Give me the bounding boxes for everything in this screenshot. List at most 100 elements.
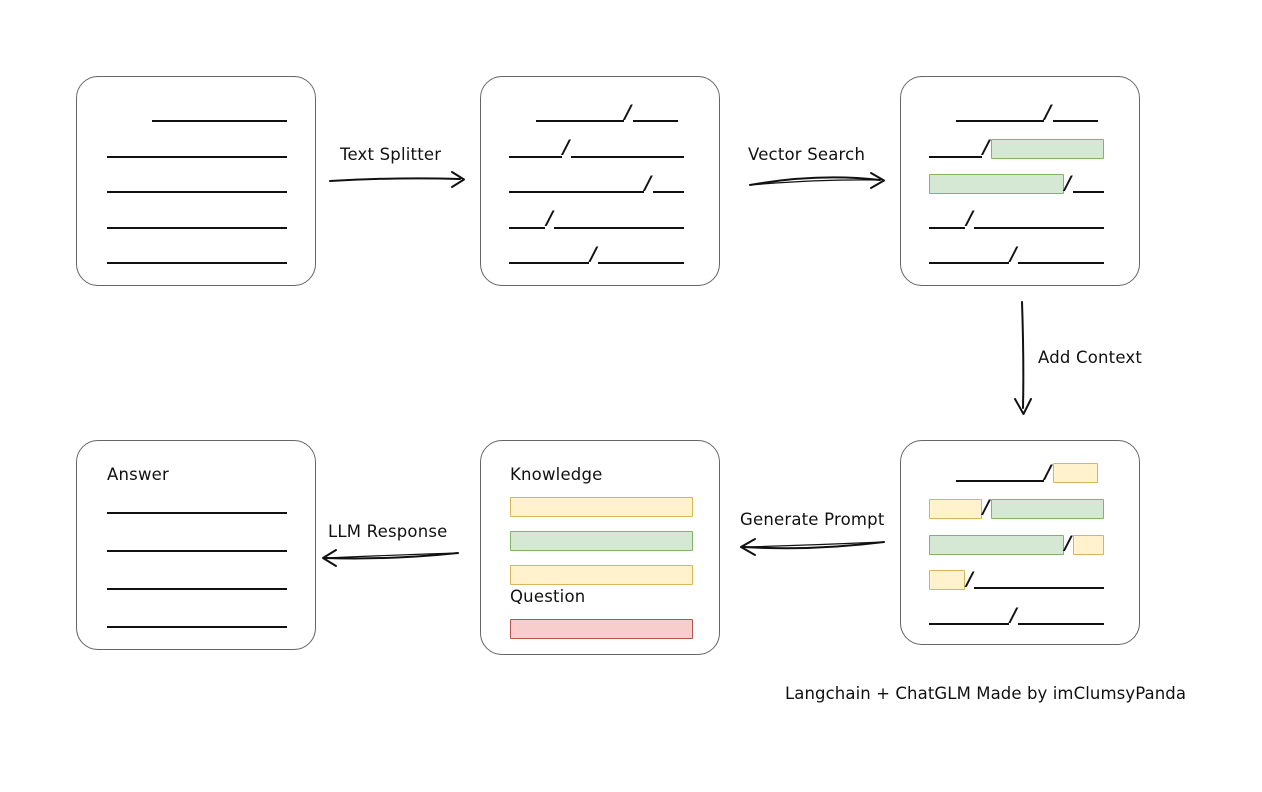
document-line	[107, 175, 287, 193]
prompt-box[interactable]: Knowledge Question	[480, 440, 720, 655]
document-line: /	[929, 460, 1111, 483]
highlighted-chunk[interactable]	[1052, 463, 1099, 483]
separator-slash: /	[1044, 460, 1052, 483]
highlighted-chunk[interactable]	[990, 498, 1104, 519]
separator-slash: /	[590, 242, 598, 265]
text-line-segment	[107, 496, 287, 514]
text-line-segment	[1018, 246, 1104, 264]
document-line	[107, 104, 287, 122]
text-line-segment	[632, 104, 679, 122]
text-line-segment	[929, 246, 1010, 264]
separator-slash: /	[644, 171, 652, 194]
arrow-add-context-label: Add Context	[1038, 348, 1143, 367]
line-indent	[107, 104, 152, 122]
text-line-segment	[107, 610, 287, 628]
text-line-segment	[107, 572, 287, 590]
text-line-segment	[956, 464, 1044, 482]
separator-slash: /	[982, 136, 990, 158]
text-line-segment	[554, 211, 684, 229]
arrow-generate-prompt: Generate Prompt	[738, 510, 888, 556]
text-line-segment	[107, 534, 287, 552]
split-document-box[interactable]: / / / / /	[480, 76, 720, 286]
knowledge-bar[interactable]	[510, 531, 693, 551]
separator-slash: /	[1064, 532, 1072, 554]
document-line: /	[509, 136, 691, 158]
text-line-segment	[652, 175, 684, 193]
document-line: /	[929, 207, 1111, 229]
question-label: Question	[510, 587, 586, 606]
arrow-vector-search-label: Vector Search	[748, 145, 866, 164]
source-document-lines	[107, 113, 287, 264]
answer-label: Answer	[107, 465, 169, 484]
line-indent	[509, 104, 536, 122]
document-line: /	[929, 603, 1111, 626]
document-line: /	[929, 496, 1111, 519]
separator-slash: /	[624, 100, 632, 123]
document-line: /	[509, 207, 691, 229]
separator-slash: /	[562, 136, 570, 158]
highlighted-chunk[interactable]	[929, 174, 1064, 194]
text-line-segment	[536, 104, 624, 122]
text-line-segment	[956, 104, 1044, 122]
knowledge-label: Knowledge	[510, 465, 603, 484]
context-document-lines: / / / / /	[929, 462, 1111, 625]
source-document-box[interactable]	[76, 76, 316, 286]
document-line: /	[929, 136, 1111, 159]
document-line: /	[509, 242, 691, 265]
arrow-vector-search: Vector Search	[748, 145, 888, 190]
separator-slash: /	[1064, 171, 1072, 194]
vector-matched-document-lines: / / / / /	[929, 102, 1111, 264]
arrow-llm-response-label: LLM Response	[328, 522, 448, 541]
highlighted-chunk[interactable]	[929, 570, 966, 591]
highlighted-chunk[interactable]	[929, 534, 1064, 555]
text-line-segment	[107, 246, 287, 264]
document-line: /	[929, 569, 1111, 591]
question-bar[interactable]	[510, 619, 693, 639]
text-line-segment	[152, 104, 287, 122]
answer-box[interactable]: Answer	[76, 440, 316, 650]
document-line: /	[929, 171, 1111, 194]
arrow-text-splitter: Text Splitter	[329, 145, 468, 190]
answer-lines	[107, 505, 287, 628]
split-document-lines: / / / / /	[509, 102, 691, 264]
text-line-segment	[570, 140, 684, 158]
separator-slash: /	[1010, 242, 1018, 265]
document-line	[107, 140, 287, 158]
arrow-text-splitter-label: Text Splitter	[340, 145, 442, 164]
document-line	[107, 496, 287, 514]
arrow-add-context: Add Context	[1000, 300, 1170, 422]
text-line-segment	[974, 571, 1104, 590]
highlighted-chunk[interactable]	[929, 498, 982, 519]
document-line: /	[929, 242, 1111, 265]
document-line	[107, 534, 287, 552]
text-line-segment	[929, 140, 982, 158]
text-line-segment	[929, 211, 966, 229]
document-line	[107, 211, 287, 229]
context-document-box[interactable]: / / / / /	[900, 440, 1140, 645]
text-line-segment	[107, 175, 287, 193]
separator-slash: /	[966, 207, 974, 229]
knowledge-bar[interactable]	[510, 497, 693, 517]
separator-slash: /	[1044, 100, 1052, 123]
text-line-segment	[509, 211, 546, 229]
document-line: /	[509, 171, 691, 194]
line-indent	[929, 464, 956, 482]
vector-matched-document-box[interactable]: / / / / /	[900, 76, 1140, 286]
footer-credit: Langchain + ChatGLM Made by imClumsyPand…	[785, 684, 1187, 703]
text-line-segment	[929, 607, 1010, 625]
separator-slash: /	[1010, 603, 1018, 626]
text-line-segment	[974, 211, 1104, 229]
text-line-segment	[509, 140, 562, 158]
text-line-segment	[598, 246, 684, 264]
highlighted-chunk[interactable]	[1072, 534, 1104, 555]
knowledge-bar[interactable]	[510, 565, 693, 585]
highlighted-chunk[interactable]	[990, 138, 1104, 159]
document-line: /	[509, 100, 691, 123]
separator-slash: /	[546, 207, 554, 229]
text-line-segment	[509, 175, 644, 193]
separator-slash: /	[982, 496, 990, 519]
document-line: /	[929, 100, 1111, 123]
text-line-segment	[107, 211, 287, 229]
text-line-segment	[509, 246, 590, 264]
